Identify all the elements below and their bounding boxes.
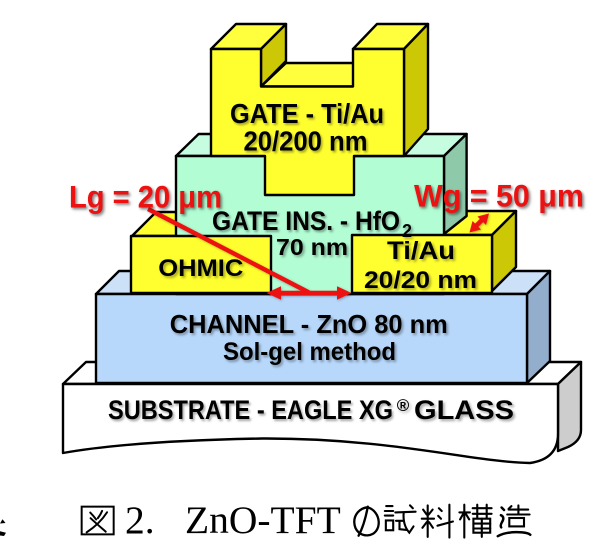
svg-text:Wg = 50 μm: Wg = 50 μm: [414, 178, 584, 214]
svg-text:Ti/Au: Ti/Au: [387, 237, 455, 265]
svg-text:2.: 2.: [125, 498, 155, 542]
svg-text:CHANNEL - ZnO 80 nm: CHANNEL - ZnO 80 nm: [170, 309, 448, 339]
svg-text:SUBSTRATE - EAGLE XG: SUBSTRATE - EAGLE XG: [108, 395, 393, 425]
svg-text:GATE - Ti/Au: GATE - Ti/Au: [230, 98, 384, 129]
svg-text:ZnO-TFT: ZnO-TFT: [185, 498, 341, 542]
svg-text:OHMIC: OHMIC: [158, 255, 243, 282]
svg-text:GLASS: GLASS: [414, 395, 514, 425]
svg-text:Sol-gel method: Sol-gel method: [223, 338, 396, 366]
svg-text:20/200 nm: 20/200 nm: [244, 126, 368, 157]
svg-text:2: 2: [402, 221, 412, 241]
svg-text:®: ®: [397, 396, 410, 415]
svg-text:70 nm: 70 nm: [276, 234, 348, 260]
svg-text:GATE INS. - HfO: GATE INS. - HfO: [212, 206, 400, 236]
svg-text:20/20 nm: 20/20 nm: [364, 267, 477, 294]
svg-text:Lg = 20 μm: Lg = 20 μm: [69, 179, 222, 215]
